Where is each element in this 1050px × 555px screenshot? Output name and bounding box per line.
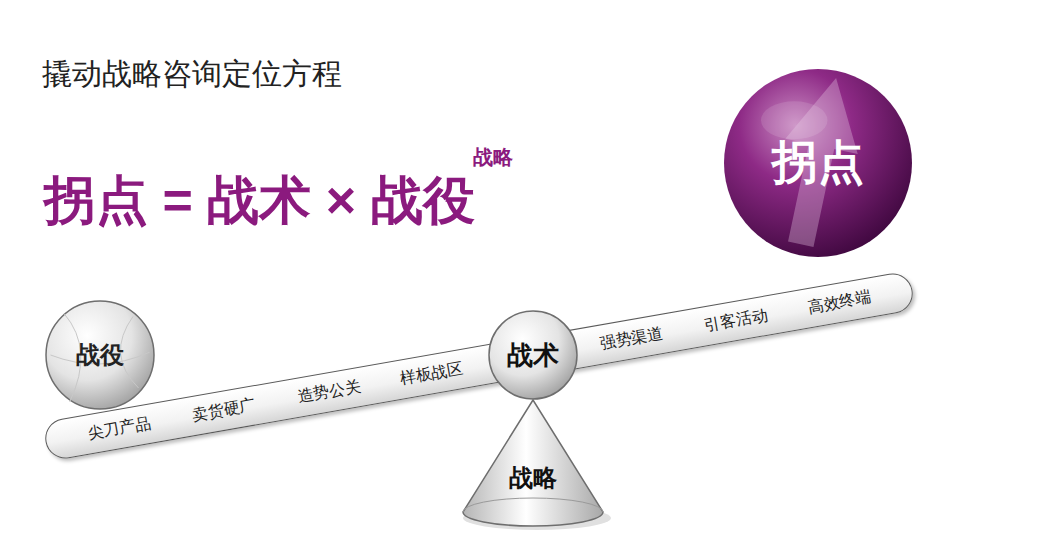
- lever-item: 样板战区: [398, 358, 465, 390]
- node-label: 战役: [76, 339, 124, 371]
- lever-item: 造势公关: [295, 376, 362, 408]
- lever-item: 尖刀产品: [86, 413, 153, 445]
- lever-item: 高效终端: [806, 287, 873, 319]
- sphere-body: [724, 69, 912, 257]
- sphere-body: [489, 311, 577, 399]
- text-holder: 战术: [488, 310, 578, 400]
- text-holder: 战役: [45, 300, 155, 410]
- lever-item: 强势渠道: [598, 323, 665, 355]
- formula-exponent: 战略: [473, 144, 513, 171]
- tactic-circle: 战术: [488, 310, 578, 400]
- node-label: 战术: [507, 338, 559, 373]
- inflection-sphere: 拐点: [723, 68, 913, 258]
- strategy-cone: 战略: [458, 398, 608, 530]
- node-label: 拐点: [772, 132, 864, 194]
- cone-body: [463, 400, 603, 526]
- rising-arrow: [765, 70, 873, 252]
- lever-item: 卖货硬广: [190, 395, 257, 427]
- cone-base-rim: [463, 498, 603, 512]
- lever-bar: 尖刀产品 卖货硬广 造势公关 样板战区 强势渠道 引客活动 高效终端: [42, 270, 916, 461]
- sphere-body: [46, 301, 154, 409]
- page-title: 撬动战略咨询定位方程: [42, 54, 342, 95]
- sphere-highlight: [761, 101, 828, 139]
- text-holder: 战略: [458, 458, 608, 498]
- node-label: 战略: [509, 462, 557, 494]
- formula: 拐点 = 战术 × 战役: [44, 166, 475, 236]
- text-holder: 拐点: [723, 68, 913, 258]
- campaign-sphere: 战役: [45, 300, 155, 410]
- lever-item: 引客活动: [702, 305, 769, 337]
